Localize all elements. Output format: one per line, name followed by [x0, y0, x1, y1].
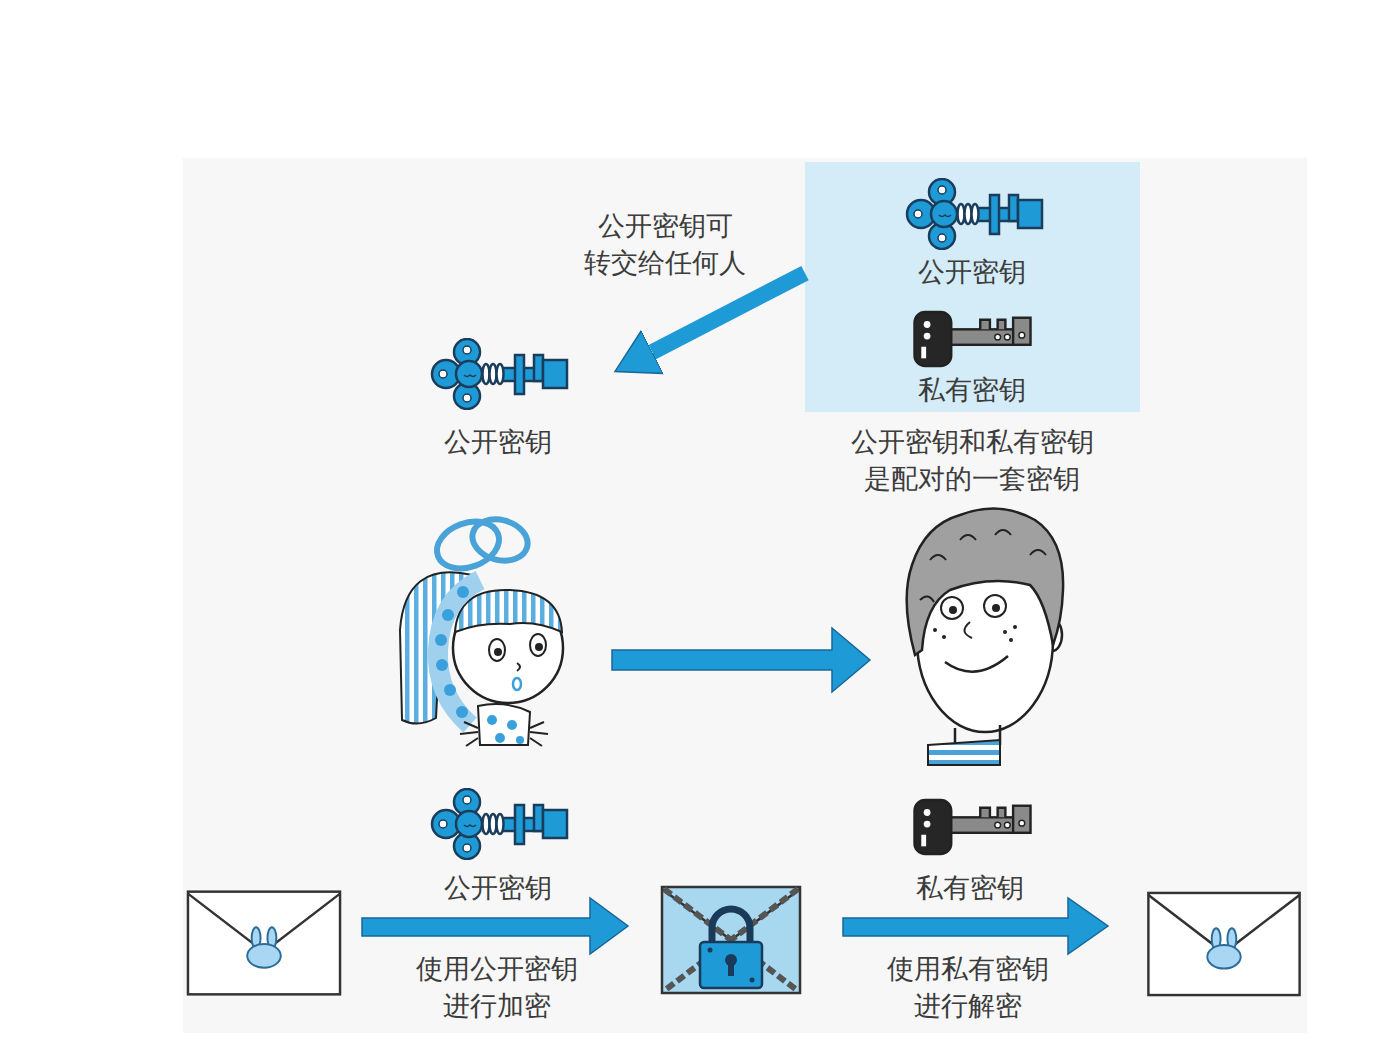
node-text: 公开密钥和私有密钥 是配对的一套密钥	[842, 424, 1101, 497]
key-pair-box	[805, 162, 1140, 412]
private-key-icon	[915, 800, 1031, 854]
node-text: 公开密钥	[444, 424, 552, 461]
receiver-man	[907, 509, 1063, 765]
public-key-icon	[907, 179, 1042, 249]
encrypt-arrow	[362, 898, 628, 954]
locked-envelope	[662, 887, 800, 993]
node-text: 私有密钥	[918, 372, 1026, 409]
plain-envelope	[1148, 893, 1299, 995]
decrypt-arrow	[843, 898, 1108, 954]
public-key-icon	[432, 339, 567, 409]
public-key-item: 公开密钥	[425, 335, 615, 470]
send-arrow	[612, 628, 870, 692]
background-panel	[183, 158, 1307, 1033]
public-key-icon	[432, 789, 567, 859]
step-label: 使用私有密钥 进行解密	[871, 951, 1065, 1024]
edge-label: 公开密钥可 转交给任何人	[571, 209, 760, 282]
sender-woman	[400, 513, 563, 746]
private-key-icon	[915, 312, 1031, 366]
arrow-connector	[652, 273, 805, 352]
key-pair-box: 公开密钥私有密钥公开密钥和私有密钥 是配对的一套密钥	[805, 162, 1140, 414]
node-text: 公开密钥	[918, 254, 1026, 291]
step-label: 使用公开密钥 进行加密	[400, 951, 594, 1024]
plain-envelope	[188, 892, 340, 995]
key-label: 私有密钥	[916, 870, 1024, 907]
key-label: 公开密钥	[444, 870, 552, 907]
